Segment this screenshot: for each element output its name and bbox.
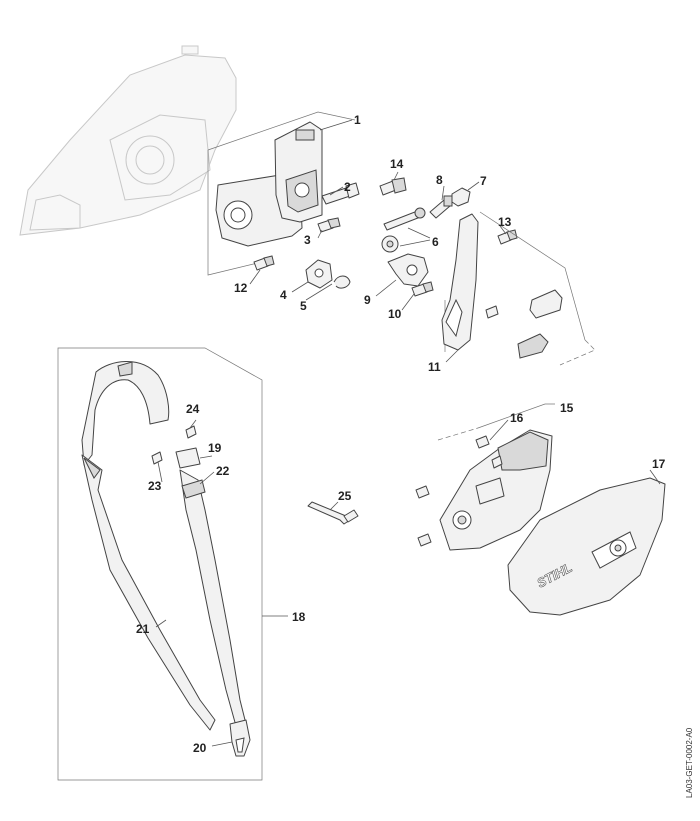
part-7-block	[451, 187, 471, 207]
callout-14: 14	[390, 157, 404, 171]
part-10-screw	[411, 281, 434, 297]
callout-12: 12	[234, 281, 248, 295]
part-16-screws	[415, 435, 503, 547]
callout-20: 20	[193, 741, 207, 755]
callout-21: 21	[136, 622, 150, 636]
part-22-buckle	[181, 479, 206, 499]
part-6-adjusting-screw	[381, 207, 426, 253]
part-13-screw	[497, 229, 518, 245]
callout-labels: 1 2 3 4 5 6 7 8 9 10 11 12 13 14 15 16 1…	[136, 113, 666, 755]
part-1-side-plate	[215, 121, 323, 247]
callout-17: 17	[652, 457, 666, 471]
part-8-pin	[429, 195, 453, 219]
part-15-sprocket-cover	[439, 429, 553, 551]
ghost-engine-housing	[19, 45, 237, 236]
part-24-pin	[185, 425, 197, 439]
callout-4: 4	[280, 288, 287, 302]
callout-11: 11	[428, 360, 441, 374]
callout-5: 5	[300, 299, 307, 313]
part-23-pin	[151, 451, 163, 465]
callout-16: 16	[510, 411, 524, 425]
part-25-hex-key	[307, 501, 359, 525]
drawing-code: LA03-GET-0002-A0	[685, 727, 694, 798]
part-12-screw	[253, 255, 275, 271]
group-box-15	[437, 403, 555, 441]
callout-10: 10	[388, 307, 402, 321]
callout-2: 2	[344, 180, 351, 194]
callout-23: 23	[148, 479, 162, 493]
callout-9: 9	[364, 293, 371, 307]
callout-7: 7	[480, 174, 487, 188]
part-11-hand-guard	[441, 213, 563, 359]
part-5-clip	[333, 275, 351, 289]
callout-3: 3	[304, 233, 311, 247]
part-21-shoulder-strap	[81, 361, 246, 731]
part-4-tensioner-slide	[305, 259, 333, 289]
part-14-screw	[379, 177, 407, 196]
callout-24: 24	[186, 402, 200, 416]
callout-8: 8	[436, 173, 443, 187]
callout-25: 25	[338, 489, 352, 503]
leader-lines	[155, 119, 661, 747]
callout-19: 19	[208, 441, 222, 455]
callout-15: 15	[560, 401, 574, 415]
callout-1: 1	[354, 113, 361, 127]
part-20-carabiner	[229, 719, 251, 757]
group-box-18	[57, 347, 263, 781]
callout-13: 13	[498, 215, 512, 229]
part-2-bar-stud	[321, 182, 360, 205]
part-19-buckle	[175, 447, 201, 469]
callout-6: 6	[432, 235, 439, 249]
part-3-screw	[317, 217, 341, 233]
group-box-1	[207, 111, 356, 276]
part-17-outer-cover: STIHL	[507, 477, 666, 616]
callout-22: 22	[216, 464, 230, 478]
callout-18: 18	[292, 610, 306, 624]
part-9-lever	[387, 253, 429, 287]
